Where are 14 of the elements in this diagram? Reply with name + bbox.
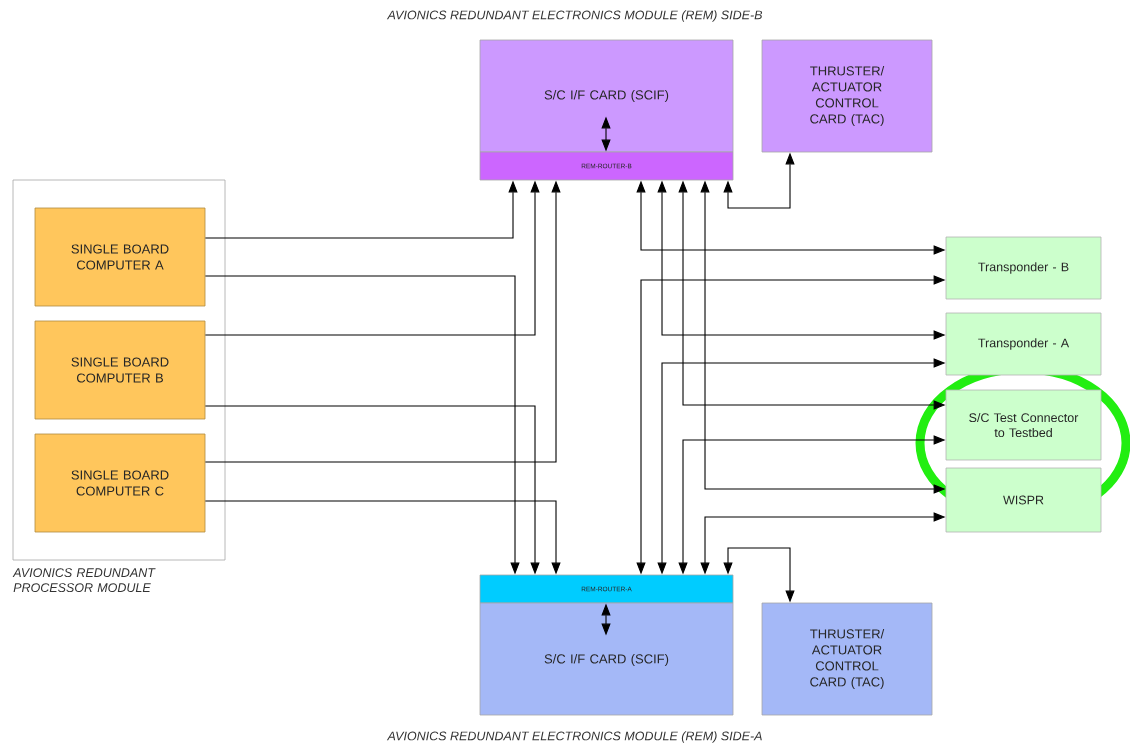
card-box: S/C I/F CARD (SCIF) — [479, 39, 734, 153]
device-box: Transponder - A — [945, 312, 1102, 376]
node-label: AVIONICS REDUNDANT PROCESSOR MODULE — [12, 568, 156, 593]
device-box: S/C Test Connector to Testbed — [945, 389, 1102, 461]
device-box: Transponder - B — [945, 236, 1102, 300]
computer-box: SINGLE BOARD COMPUTER C — [34, 433, 206, 533]
card-box: S/C I/F CARD (SCIF) — [479, 602, 734, 716]
module-title: AVIONICS REDUNDANT ELECTRONICS MODULE (REM) SIDE-A — [386, 731, 762, 743]
computer-box: SINGLE BOARD COMPUTER B — [34, 320, 206, 420]
card-box: THRUSTER/ ACTUATOR CONTROL CARD (TAC) — [761, 39, 933, 153]
computer-box: SINGLE BOARD COMPUTER A — [34, 207, 206, 307]
card-box: THRUSTER/ ACTUATOR CONTROL CARD (TAC) — [761, 602, 933, 716]
device-box: WISPR — [945, 467, 1102, 533]
module-title: AVIONICS REDUNDANT ELECTRONICS MODULE (REM) SIDE-B — [386, 10, 763, 22]
